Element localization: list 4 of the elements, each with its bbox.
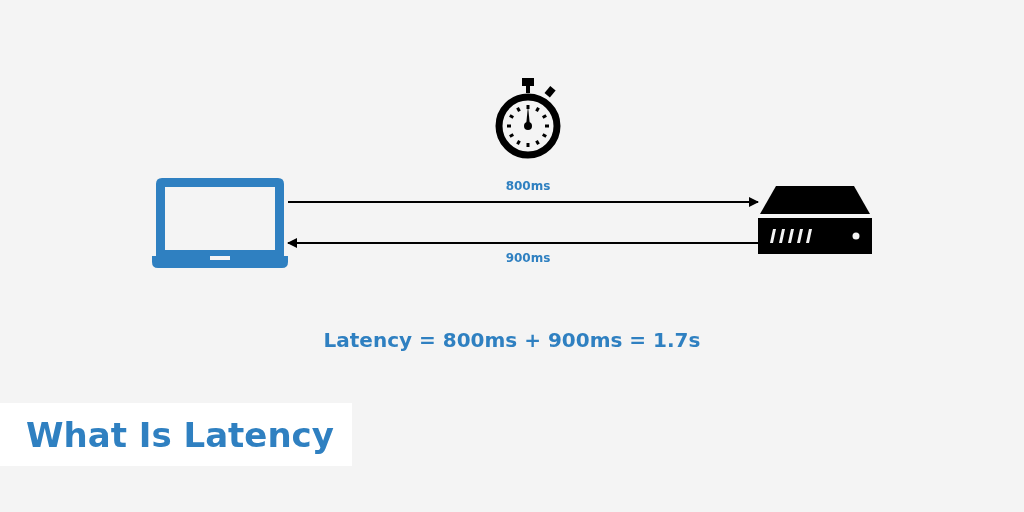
arrow: [287, 238, 759, 248]
arrow: [287, 197, 759, 207]
title: What Is Latency: [26, 414, 334, 455]
latency-formula: Latency = 800ms + 900ms = 1.7s: [323, 328, 701, 352]
